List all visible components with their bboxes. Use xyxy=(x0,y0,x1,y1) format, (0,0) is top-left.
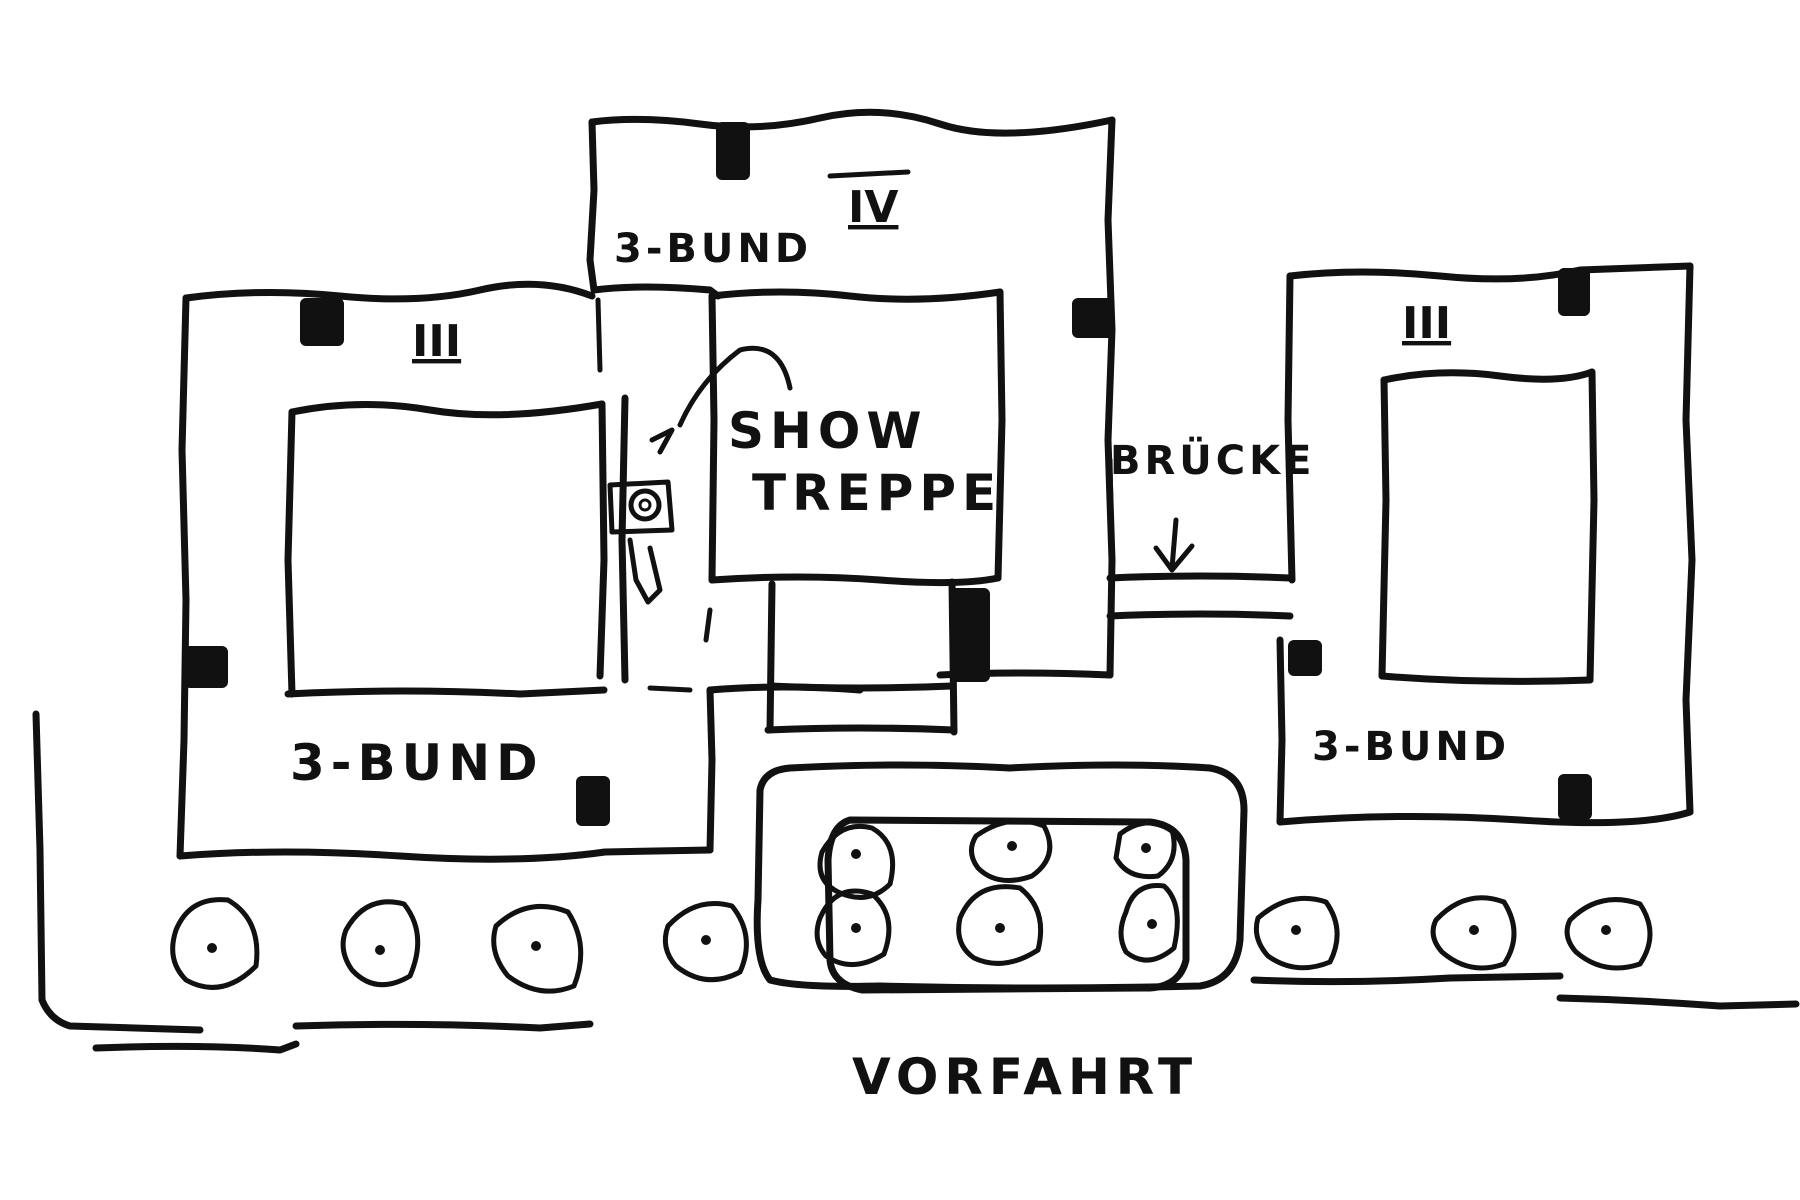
tree xyxy=(662,901,749,983)
trees-street xyxy=(170,895,1653,994)
trees-driveway xyxy=(814,818,1180,967)
tree xyxy=(814,888,892,967)
label-block-right-type: 3-BUND xyxy=(1312,724,1510,770)
tree xyxy=(1564,897,1653,971)
tree xyxy=(491,904,584,994)
label-stair-line-1: SHOW xyxy=(728,402,928,460)
label-block-iv: 3-BUND IV xyxy=(614,169,911,272)
bridge-arrow xyxy=(1153,517,1195,573)
tree xyxy=(817,823,896,900)
tree xyxy=(170,897,260,990)
label-block-iv-type: 3-BUND xyxy=(614,226,812,272)
courtyard-left xyxy=(284,400,608,698)
stair-connector xyxy=(595,297,713,693)
tree xyxy=(956,884,1044,966)
label-bridge: BRÜCKE xyxy=(1110,436,1315,484)
driveway-loop xyxy=(753,761,1248,994)
street-edge xyxy=(32,710,1800,1054)
label-block-iv-number: IV xyxy=(848,182,898,233)
courtyard-stair-box xyxy=(708,288,1006,587)
tree xyxy=(340,899,421,988)
label-block-left-type: 3-BUND xyxy=(290,734,544,792)
label-stair: SHOW TREPPE xyxy=(728,402,1002,522)
structural-cores xyxy=(184,122,1592,826)
label-block-left-number: III xyxy=(412,316,461,367)
label-stair-line-2: TREPPE xyxy=(752,464,1002,522)
label-block-right-number: III xyxy=(1402,298,1451,349)
label-driveway: VORFAHRT xyxy=(852,1048,1198,1106)
tree xyxy=(1253,895,1340,971)
spiral-stair-symbol xyxy=(607,345,793,605)
bridge xyxy=(1106,457,1294,620)
tree xyxy=(1430,895,1517,971)
building-block-right-iii xyxy=(1276,262,1696,827)
tree xyxy=(969,818,1053,883)
tree xyxy=(1118,883,1180,963)
lower-connector-box xyxy=(764,578,958,736)
courtyard-right xyxy=(1378,368,1598,685)
tree xyxy=(1113,820,1177,880)
